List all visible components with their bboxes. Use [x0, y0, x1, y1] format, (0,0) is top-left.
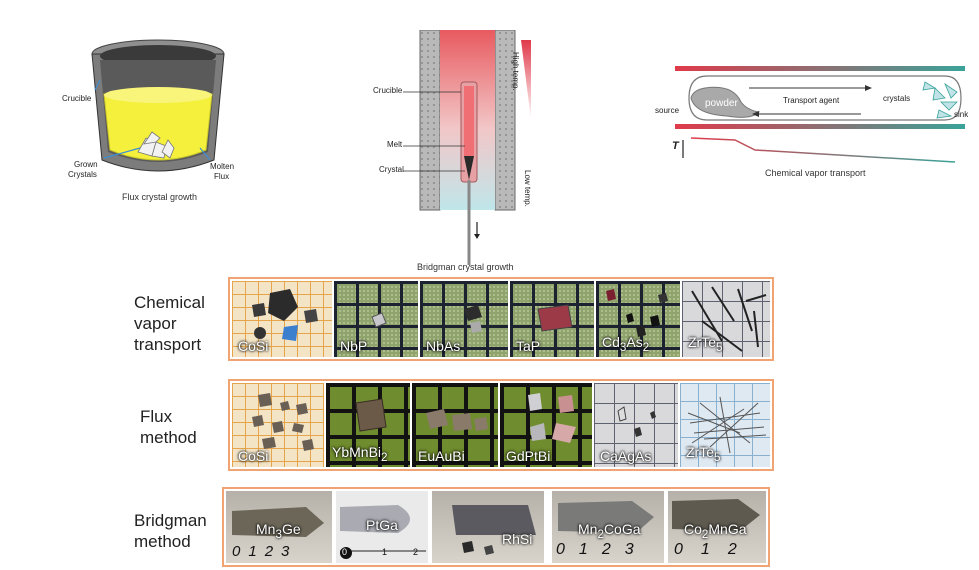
- sample-tile-flux-zrte5: ZrTe5: [680, 383, 770, 467]
- sample-label: CoSi: [238, 448, 269, 464]
- cvt-label-temperature: T: [672, 140, 679, 152]
- sample-tile-bridgman-mn3ge: 0123 Mn3Ge: [226, 491, 332, 563]
- flux-label-grown: Grown: [74, 160, 98, 169]
- ruler-digits: 012: [674, 541, 755, 558]
- sample-tile-cvt-nbas: NbAs: [420, 281, 508, 357]
- sample-label: ZrTe5: [686, 444, 721, 464]
- sample-label: YbMnBi2: [332, 444, 388, 464]
- sample-tile-bridgman-co2mnga: 012 Co2MnGa: [668, 491, 766, 563]
- bridgman-label-high-temp: High temp.: [511, 52, 520, 91]
- bridgman-furnace-illustration: [403, 30, 531, 265]
- cvt-ampoule-illustration: [675, 66, 965, 163]
- ruler-digits: 0123: [232, 543, 298, 560]
- bridgman-caption: Bridgman crystal growth: [417, 262, 514, 272]
- sample-tile-cvt-nbp: NbP: [334, 281, 418, 357]
- ruler-digits: 0: [342, 547, 348, 557]
- sample-tile-bridgman-rhsi: RhSi: [432, 491, 544, 563]
- ruler-digits: 12: [382, 547, 418, 557]
- bridgman-diagram: Crucible Melt Crystal High temp. Low tem…: [365, 30, 545, 275]
- sample-label: Mn2CoGa: [578, 521, 641, 541]
- sample-tile-cvt-zrte5: ZrTe5: [682, 281, 770, 357]
- sample-tile-flux-cosi: CoSi: [232, 383, 324, 467]
- sample-tile-cvt-cosi: CoSi: [232, 281, 332, 357]
- bridgman-samples-frame: [222, 487, 770, 567]
- cvt-label-transport-agent: Transport agent: [783, 96, 840, 105]
- sample-label: ZrTe5: [688, 334, 723, 354]
- flux-label-molten: Molten: [210, 162, 235, 171]
- sample-label: EuAuBi: [418, 448, 465, 464]
- row-label-bridgman: Bridgman method: [134, 511, 207, 551]
- row-label-flux: Flux method: [140, 407, 197, 447]
- sample-label: NbAs: [426, 338, 461, 354]
- flux-caption: Flux crystal growth: [122, 192, 198, 202]
- bridgman-label-crystal: Crystal: [379, 165, 404, 174]
- flux-label-flux: Flux: [214, 172, 230, 181]
- bridgman-label-crucible: Crucible: [373, 86, 403, 95]
- flux-crucible-illustration: [91, 39, 225, 172]
- cvt-diagram: source powder Transport agent crystals s…: [655, 58, 975, 188]
- flux-diagram: Crucible Grown Crystals Molten Flux Flux…: [60, 20, 260, 210]
- bridgman-label-melt: Melt: [387, 140, 403, 149]
- row-label-cvt: Chemical vapor transport: [134, 293, 205, 354]
- cvt-samples-frame: [228, 277, 774, 361]
- sample-tile-cvt-cd3as2: Cd3As2: [596, 281, 680, 357]
- ruler-digits: 0123: [556, 541, 648, 558]
- cvt-label-sink: sink: [954, 110, 969, 119]
- bridgman-label-low-temp: Low temp.: [523, 170, 532, 207]
- sample-label: Mn3Ge: [256, 521, 301, 541]
- cvt-caption: Chemical vapor transport: [765, 168, 866, 178]
- sample-label: TaP: [516, 338, 541, 354]
- sample-label: CaAgAs: [600, 448, 652, 464]
- sample-tile-bridgman-mn2coga: 0123 Mn2CoGa: [552, 491, 664, 563]
- sample-label: NbP: [340, 338, 368, 354]
- sample-tile-flux-ybmnbi2: YbMnBi2: [326, 383, 410, 467]
- flux-label-crucible: Crucible: [62, 94, 92, 103]
- sample-label: CoSi: [238, 338, 269, 354]
- sample-tile-flux-caagas: CaAgAs: [594, 383, 678, 467]
- flux-label-crystals: Crystals: [68, 170, 97, 179]
- sample-tile-bridgman-ptga: 0 12 PtGa: [336, 491, 428, 563]
- sample-tile-flux-gdptbi: GdPtBi: [500, 383, 592, 467]
- sample-label: GdPtBi: [506, 448, 551, 464]
- grown-crystals-shape: [137, 131, 175, 159]
- sample-label: PtGa: [366, 517, 398, 533]
- cvt-label-powder: powder: [705, 98, 738, 109]
- flux-samples-frame: [228, 379, 774, 471]
- sample-label: RhSi: [502, 531, 533, 547]
- sample-tile-cvt-tap: TaP: [510, 281, 594, 357]
- sample-label: Co2MnGa: [684, 521, 747, 541]
- cvt-label-crystals: crystals: [883, 94, 911, 103]
- sample-label: Cd3As2: [602, 334, 650, 354]
- sample-tile-flux-euaubi: EuAuBi: [412, 383, 498, 467]
- cvt-label-source: source: [655, 106, 680, 115]
- cvt-crystals-shape: [922, 81, 958, 119]
